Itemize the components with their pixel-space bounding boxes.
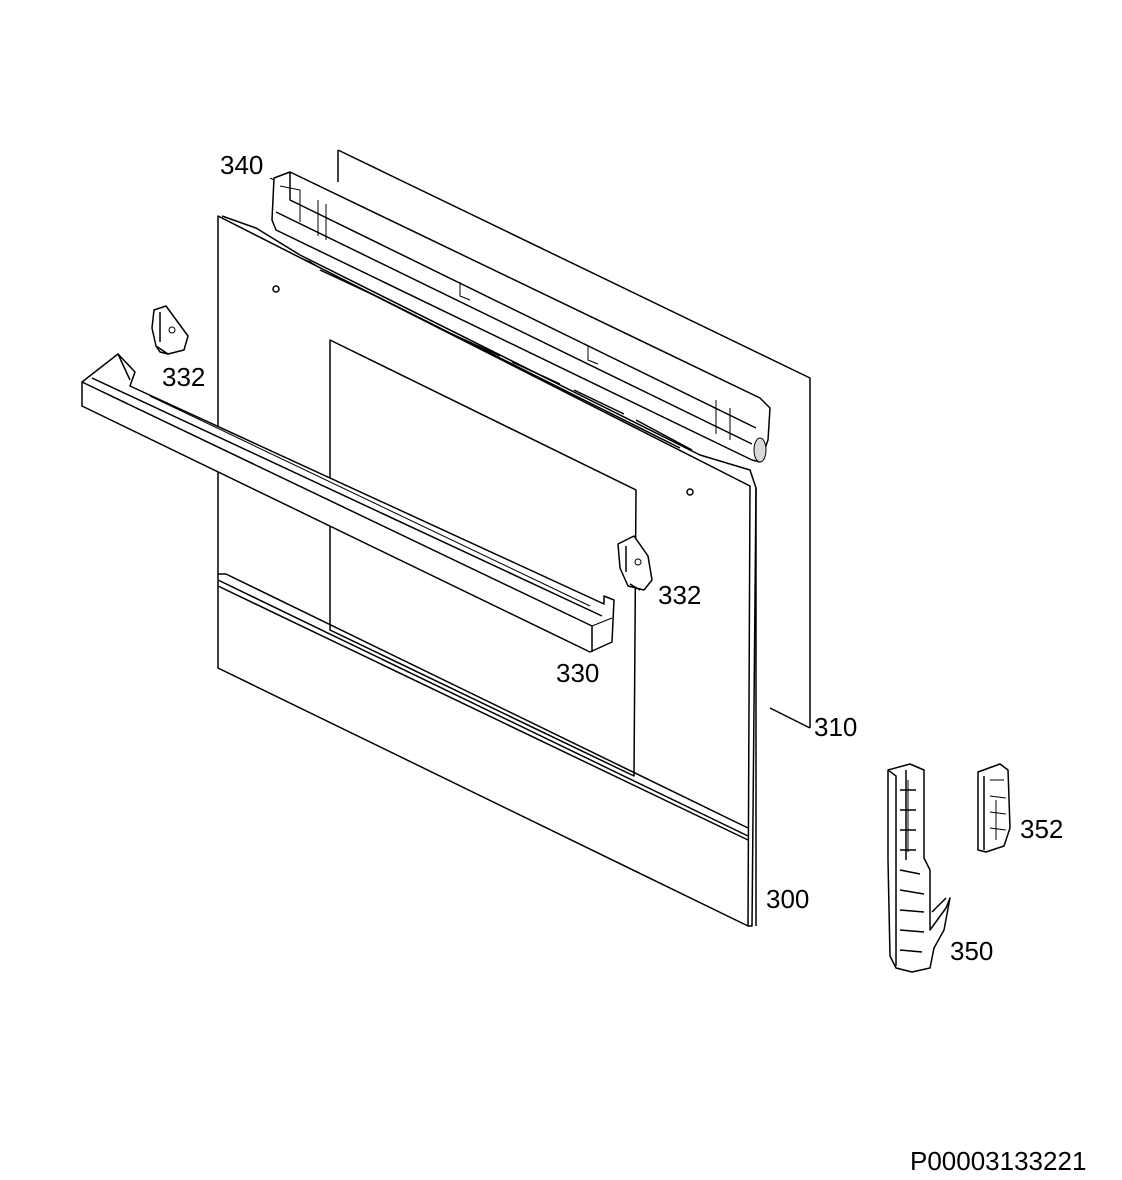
part-332-bracket-left [151, 305, 189, 355]
part-332-bracket-right [617, 535, 653, 591]
part-310-inner-glass [337, 149, 811, 729]
leader-lines [269, 177, 275, 181]
label-332-left: 332 [162, 362, 206, 392]
part-330-handle [81, 353, 615, 653]
label-350: 350 [950, 936, 994, 966]
label-340: 340 [220, 150, 264, 180]
label-332-right: 332 [658, 580, 702, 610]
label-300: 300 [766, 884, 810, 914]
label-352: 352 [1020, 814, 1064, 844]
label-330: 330 [556, 658, 600, 688]
part-352-hinge-receiver [977, 763, 1011, 853]
label-310: 310 [814, 712, 858, 742]
part-350-hinge [887, 763, 951, 973]
drawing-code: P00003133221 [910, 1146, 1087, 1176]
